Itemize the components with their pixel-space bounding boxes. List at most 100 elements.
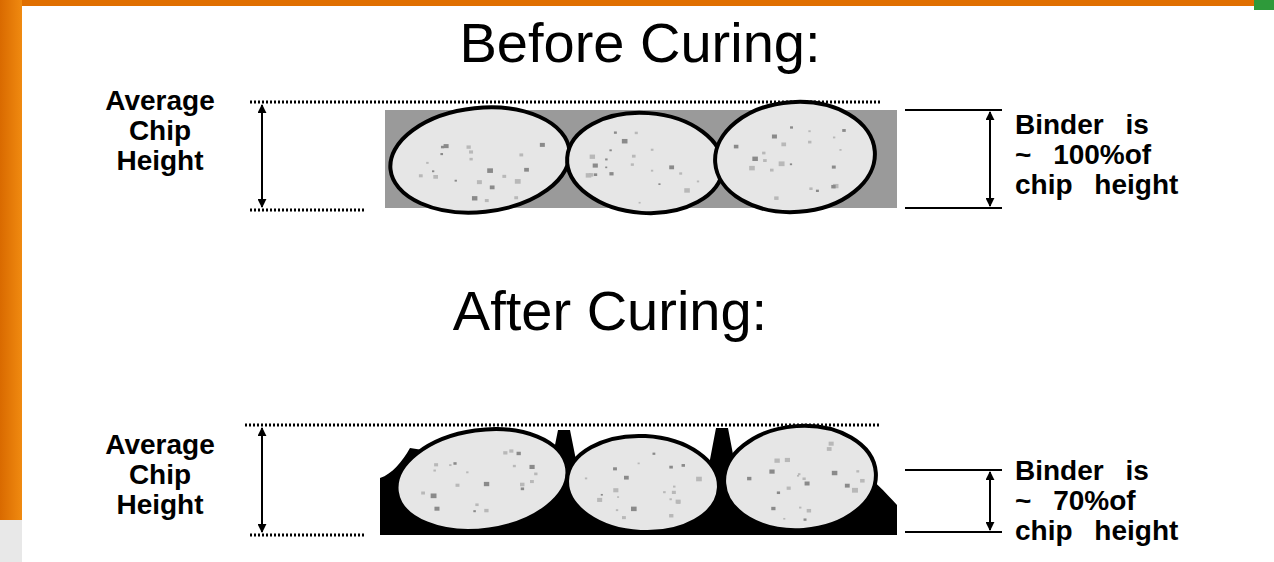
chip-speck [669, 498, 671, 500]
chip-speck [807, 509, 811, 513]
dotted-line [250, 534, 365, 537]
chip-speck [593, 163, 598, 167]
corner-tab [1254, 0, 1274, 10]
chip-speck [779, 161, 785, 166]
chip-speck [597, 498, 602, 502]
chip-speck [613, 488, 618, 492]
dimension-label: Average Chip Height [90, 430, 230, 520]
chip-speck [520, 483, 524, 487]
chip-speck [762, 152, 765, 155]
chip-speck [477, 180, 482, 184]
chip-speck [453, 462, 456, 465]
chip-speck [653, 453, 656, 455]
chip-speck [513, 465, 516, 467]
binder-note: Binder is ~ 70%of chip height [1015, 456, 1183, 546]
chip-speck [529, 465, 534, 469]
chip-speck [585, 477, 587, 479]
chip-speck [798, 473, 801, 475]
chip-speck [517, 452, 521, 455]
chip-speck [521, 487, 524, 490]
chip-speck [614, 131, 617, 133]
chip-speck [449, 464, 451, 466]
chip-speck [434, 507, 439, 511]
dimension-arrow [989, 472, 991, 530]
chip-speck [594, 173, 597, 176]
chip-speck [808, 141, 811, 144]
chip-speck [669, 514, 673, 517]
chip-speck [631, 507, 637, 511]
chip-speck [519, 153, 523, 156]
chip-speck [805, 481, 810, 485]
extension-line [905, 469, 1002, 471]
chip-speck [808, 130, 810, 132]
side-bar [0, 0, 22, 562]
chip-speck [799, 507, 801, 509]
chip-speck [503, 451, 507, 454]
chip-speck [749, 166, 755, 170]
chip-speck [831, 185, 835, 188]
dimension-arrow [261, 105, 263, 207]
chip-speck [827, 447, 832, 451]
chip-speck [530, 480, 534, 483]
chip-speck [467, 145, 471, 148]
chip-speck [455, 180, 457, 182]
chip-speck [484, 482, 489, 486]
chip-speck [433, 175, 438, 179]
chip-speck [432, 170, 434, 172]
chip-speck [434, 463, 438, 466]
chip-speck [669, 466, 673, 469]
chip-speck [639, 202, 641, 204]
chip-speck [484, 509, 488, 512]
binder-note: Binder is ~ 100%of chip height [1015, 110, 1183, 200]
chip-speck [622, 516, 626, 519]
chip-speck [609, 172, 613, 175]
chip-speck [673, 486, 675, 488]
chip-speck [475, 503, 478, 506]
dimension-arrow [261, 428, 263, 532]
chip-speck [631, 163, 634, 165]
section-heading: Before Curing: [330, 12, 950, 74]
chip-speck [785, 458, 790, 462]
dimension-label: Average Chip Height [90, 86, 230, 176]
chip-speck [456, 484, 460, 487]
chip-speck [419, 174, 423, 177]
chip-speck [586, 173, 592, 177]
chip-speck [590, 155, 595, 159]
dimension-arrow [989, 112, 991, 206]
chip-speck [771, 507, 775, 510]
chip-speck [774, 196, 778, 200]
chip-group [390, 419, 880, 542]
chip-group [385, 97, 879, 222]
chip-speck [669, 165, 674, 169]
extension-line [905, 531, 1002, 533]
extension-line [905, 109, 1002, 111]
chip-speck [638, 463, 640, 465]
aggregate-chip [385, 99, 575, 221]
chip-speck [651, 170, 653, 172]
chip-speck [469, 150, 473, 153]
chip-speck [632, 155, 636, 158]
chip-speck [502, 175, 506, 178]
chip-speck [534, 473, 537, 476]
chip-speck [440, 153, 443, 155]
chip-speck [787, 487, 791, 490]
chip-speck [616, 509, 618, 511]
chip-speck [663, 491, 666, 493]
dotted-line [250, 209, 365, 212]
aggregate-chip [565, 432, 722, 536]
chip-speck [487, 168, 493, 173]
chip-speck [845, 484, 850, 488]
aggregate-chip [711, 97, 878, 218]
aggregate-chip [390, 419, 574, 542]
chip-speck [856, 470, 859, 472]
chip-speck [697, 180, 699, 182]
chip-speck [772, 134, 777, 138]
chip-speck [829, 442, 834, 446]
extension-line [905, 207, 1002, 209]
chip-speck [624, 476, 629, 480]
top-bar [0, 0, 1274, 6]
chip-speck [777, 491, 780, 494]
chip-speck [617, 496, 619, 498]
chip-speck [833, 137, 835, 139]
